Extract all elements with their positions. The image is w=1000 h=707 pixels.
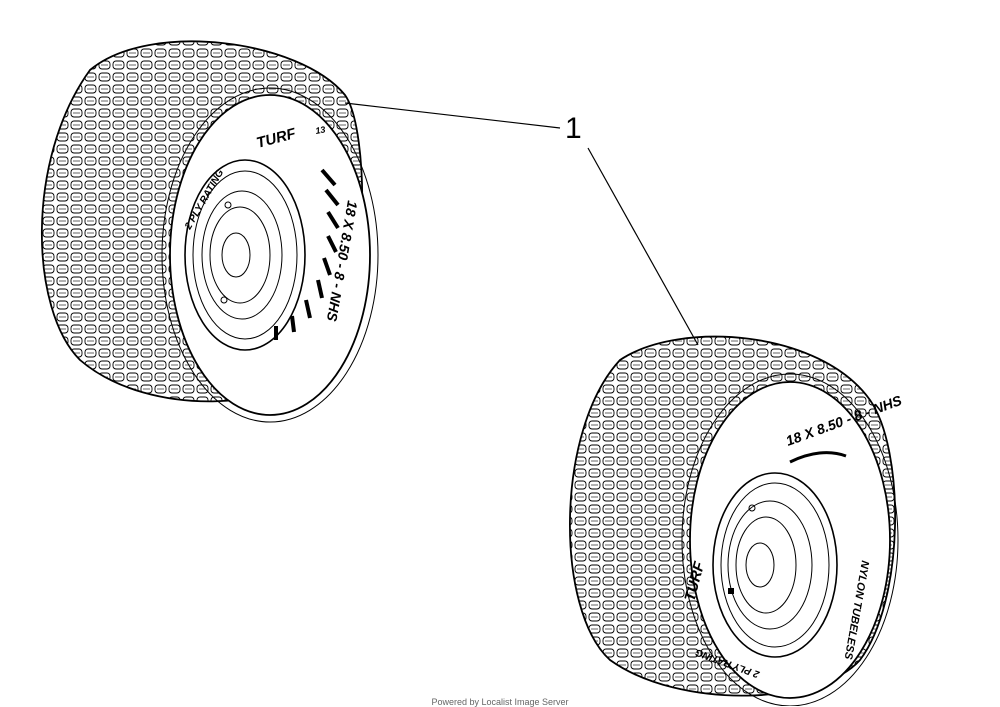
tire-upper-marks: 13: [315, 124, 327, 136]
callout-number: 1: [565, 112, 582, 145]
footer-caption: Powered by Localist Image Server: [431, 697, 569, 707]
tire-upper-rim: [184, 159, 306, 351]
tire-upper-bead-marks: [274, 168, 340, 340]
leader-line-upper: [344, 102, 561, 129]
tire-lower-rim: [712, 472, 838, 658]
tire-upper: TURF 13 2 PLY RATING 18 X 8.50 - 8 - NHS: [40, 40, 379, 423]
tire-lower: 18 X 8.50 - 8 - NHS TURF NYLON TUBELESS …: [569, 335, 904, 706]
callout-leaders: [344, 102, 699, 346]
leader-line-lower: [587, 147, 699, 346]
